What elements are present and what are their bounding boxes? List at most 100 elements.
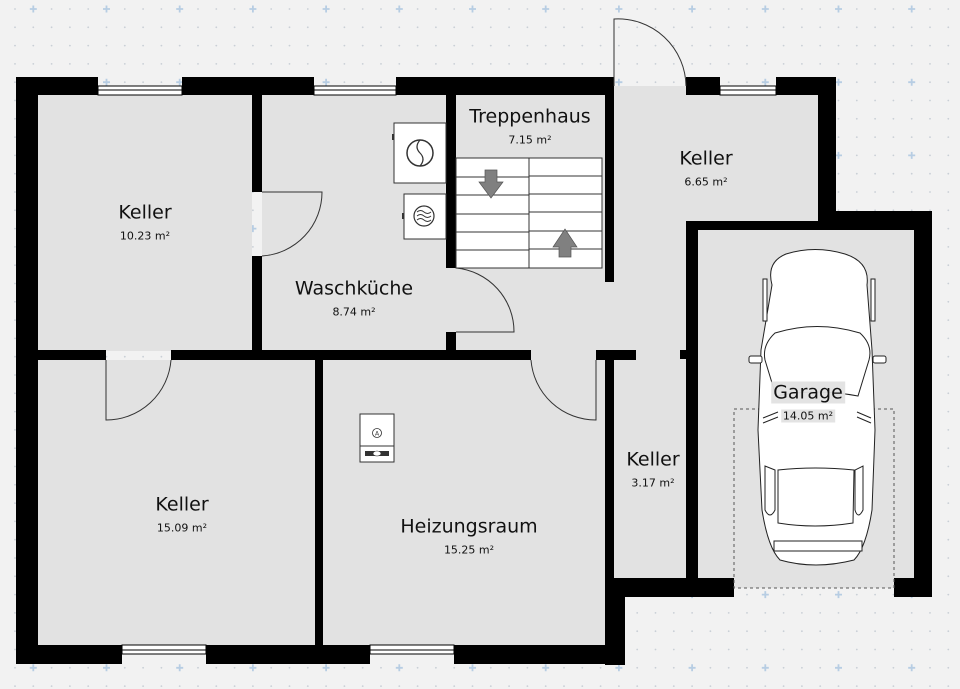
grid-dot (929, 154, 931, 157)
grid-dot (14, 502, 16, 504)
grid-dot (947, 538, 950, 541)
grid-dot (874, 630, 876, 633)
grid-dot (178, 44, 181, 47)
floor-keller-2[interactable] (614, 86, 818, 222)
grid-dot (947, 447, 950, 450)
grid-dot (947, 685, 950, 687)
grid-dot (270, 44, 273, 47)
grid-dot (416, 44, 419, 47)
floor-heizungsraum[interactable] (323, 360, 606, 646)
grid-dot (746, 593, 748, 596)
grid-dot (855, 630, 858, 633)
grid-dot (618, 685, 620, 687)
grid-dot (380, 26, 382, 29)
grid-dot (123, 81, 126, 84)
grid-dot (435, 666, 437, 669)
grid-dot (855, 26, 858, 29)
grid-dot (746, 630, 748, 633)
grid-dot (855, 685, 858, 687)
grid-dot (398, 685, 401, 687)
floor-keller-1[interactable] (38, 95, 252, 351)
grid-cross (688, 5, 696, 13)
grid-dot (435, 44, 437, 47)
walls (16, 77, 932, 665)
grid-dot (123, 355, 126, 358)
grid-dot (508, 666, 510, 669)
floor-keller-3[interactable] (34, 360, 316, 646)
grid-dot (709, 8, 712, 10)
grid-dot (14, 26, 16, 29)
wall (605, 578, 734, 597)
wall (16, 645, 122, 664)
grid-dot (874, 612, 876, 614)
grid-dot (672, 648, 675, 651)
grid-dot (544, 26, 547, 29)
grid-dot (288, 44, 291, 47)
grid-dot (801, 666, 803, 669)
door-keller-3[interactable] (105, 359, 172, 421)
grid-dot (252, 246, 254, 248)
wall (252, 256, 262, 360)
grid-dot (14, 191, 16, 193)
grid-dot (233, 26, 236, 29)
grid-dot (160, 44, 163, 47)
grid-dot (636, 8, 639, 10)
grid-dot (782, 630, 785, 633)
grid-dot (14, 282, 16, 285)
grid-dot (654, 685, 657, 687)
grid-dot (142, 63, 145, 65)
grid-dot (855, 612, 858, 614)
door-keller-1[interactable] (261, 191, 323, 257)
grid-dot (855, 8, 858, 10)
grid-dot (947, 81, 950, 84)
grid-dot (947, 630, 950, 633)
grid-dot (672, 666, 675, 669)
grid-dot (709, 612, 712, 614)
grid-cross (615, 78, 623, 86)
grid-cross (395, 664, 403, 672)
grid-dot (746, 612, 748, 614)
grid-dot (581, 685, 584, 687)
grid-dot (636, 26, 639, 29)
wall (396, 77, 614, 95)
grid-dot (14, 429, 16, 431)
grid-dot (270, 666, 273, 669)
grid-dot (672, 630, 675, 633)
grid-dot (14, 520, 16, 523)
floor-corridor[interactable] (614, 220, 686, 580)
floor-hallway[interactable] (446, 268, 616, 360)
grid-dot (709, 630, 712, 633)
grid-dot (599, 63, 602, 65)
grid-dot (544, 44, 547, 47)
grid-dot (819, 8, 822, 10)
grid-cross (176, 664, 184, 672)
door-waschkueche[interactable] (455, 267, 515, 333)
grid-dot (746, 648, 748, 651)
grid-cross (761, 78, 769, 86)
grid-dot (746, 26, 748, 29)
grid-dot (563, 8, 565, 10)
grid-dot (910, 685, 913, 687)
grid-dot (929, 648, 931, 651)
grid-dot (947, 246, 950, 248)
car-icon (748, 249, 887, 566)
grid-dot (14, 117, 16, 120)
grid-dot (380, 8, 382, 10)
grid-cross (103, 5, 110, 13)
grid-dot (782, 666, 785, 669)
grid-dot (672, 612, 675, 614)
grid-dot (14, 81, 16, 84)
grid-dot (87, 685, 90, 687)
grid-dot (855, 209, 858, 212)
door-entrance[interactable] (613, 18, 687, 87)
grid-dot (160, 81, 163, 84)
grid-dot (782, 8, 785, 10)
grid-dot (691, 685, 693, 687)
grid-dot (563, 685, 565, 687)
grid-dot (489, 685, 492, 687)
grid-dot (801, 44, 803, 47)
wall (34, 350, 106, 360)
grid-dot (855, 44, 858, 47)
door-heizungsraum[interactable] (530, 359, 597, 421)
